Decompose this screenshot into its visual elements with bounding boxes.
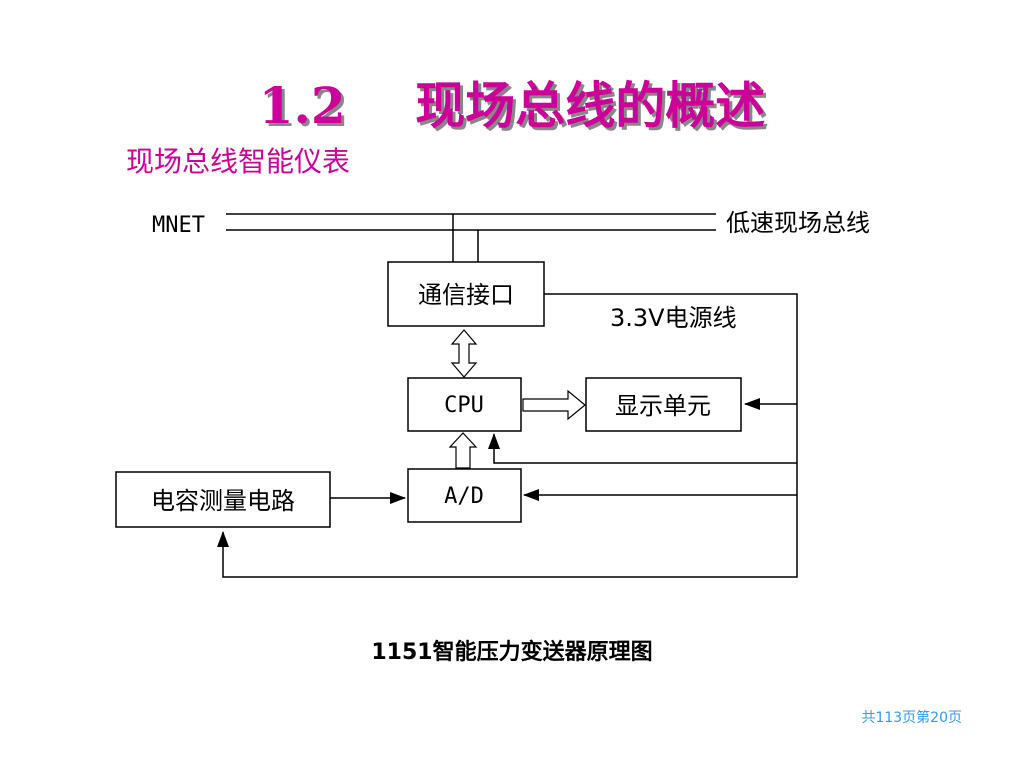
cpu-block: CPU: [407, 377, 522, 432]
power-to-cpu: [488, 433, 797, 464]
display-block: 显示单元: [585, 377, 742, 432]
comm-cpu-double-arrow: [450, 329, 478, 378]
bus-left-label: MNET: [152, 213, 205, 238]
adc-label: A/D: [444, 484, 484, 509]
power-line-main: [217, 293, 798, 578]
capacitance-circuit-label: 电容测量电路: [151, 487, 295, 515]
cpu-label: CPU: [444, 393, 484, 418]
page-indicator: 共113页第20页: [861, 710, 962, 726]
power-line: [217, 293, 798, 578]
page-title: 1.2 现场总线的概述: [258, 76, 766, 135]
capacitance-circuit-block: 电容测量电路: [115, 471, 331, 528]
adc-block: A/D: [407, 468, 522, 523]
display-label: 显示单元: [615, 392, 711, 420]
page-subtitle: 现场总线智能仪表: [126, 145, 351, 178]
cpu-display-arrow: [522, 389, 586, 421]
power-line-label: 3.3V电源线: [610, 304, 737, 332]
comm-interface-label: 通信接口: [418, 281, 514, 309]
bus-right-label: 低速现场总线: [726, 209, 870, 237]
comm-interface-block: 通信接口: [387, 261, 545, 327]
fieldbus: [226, 213, 716, 262]
adc-cpu-arrow: [448, 432, 478, 469]
diagram-caption: 1151智能压力变送器原理图: [371, 640, 653, 665]
